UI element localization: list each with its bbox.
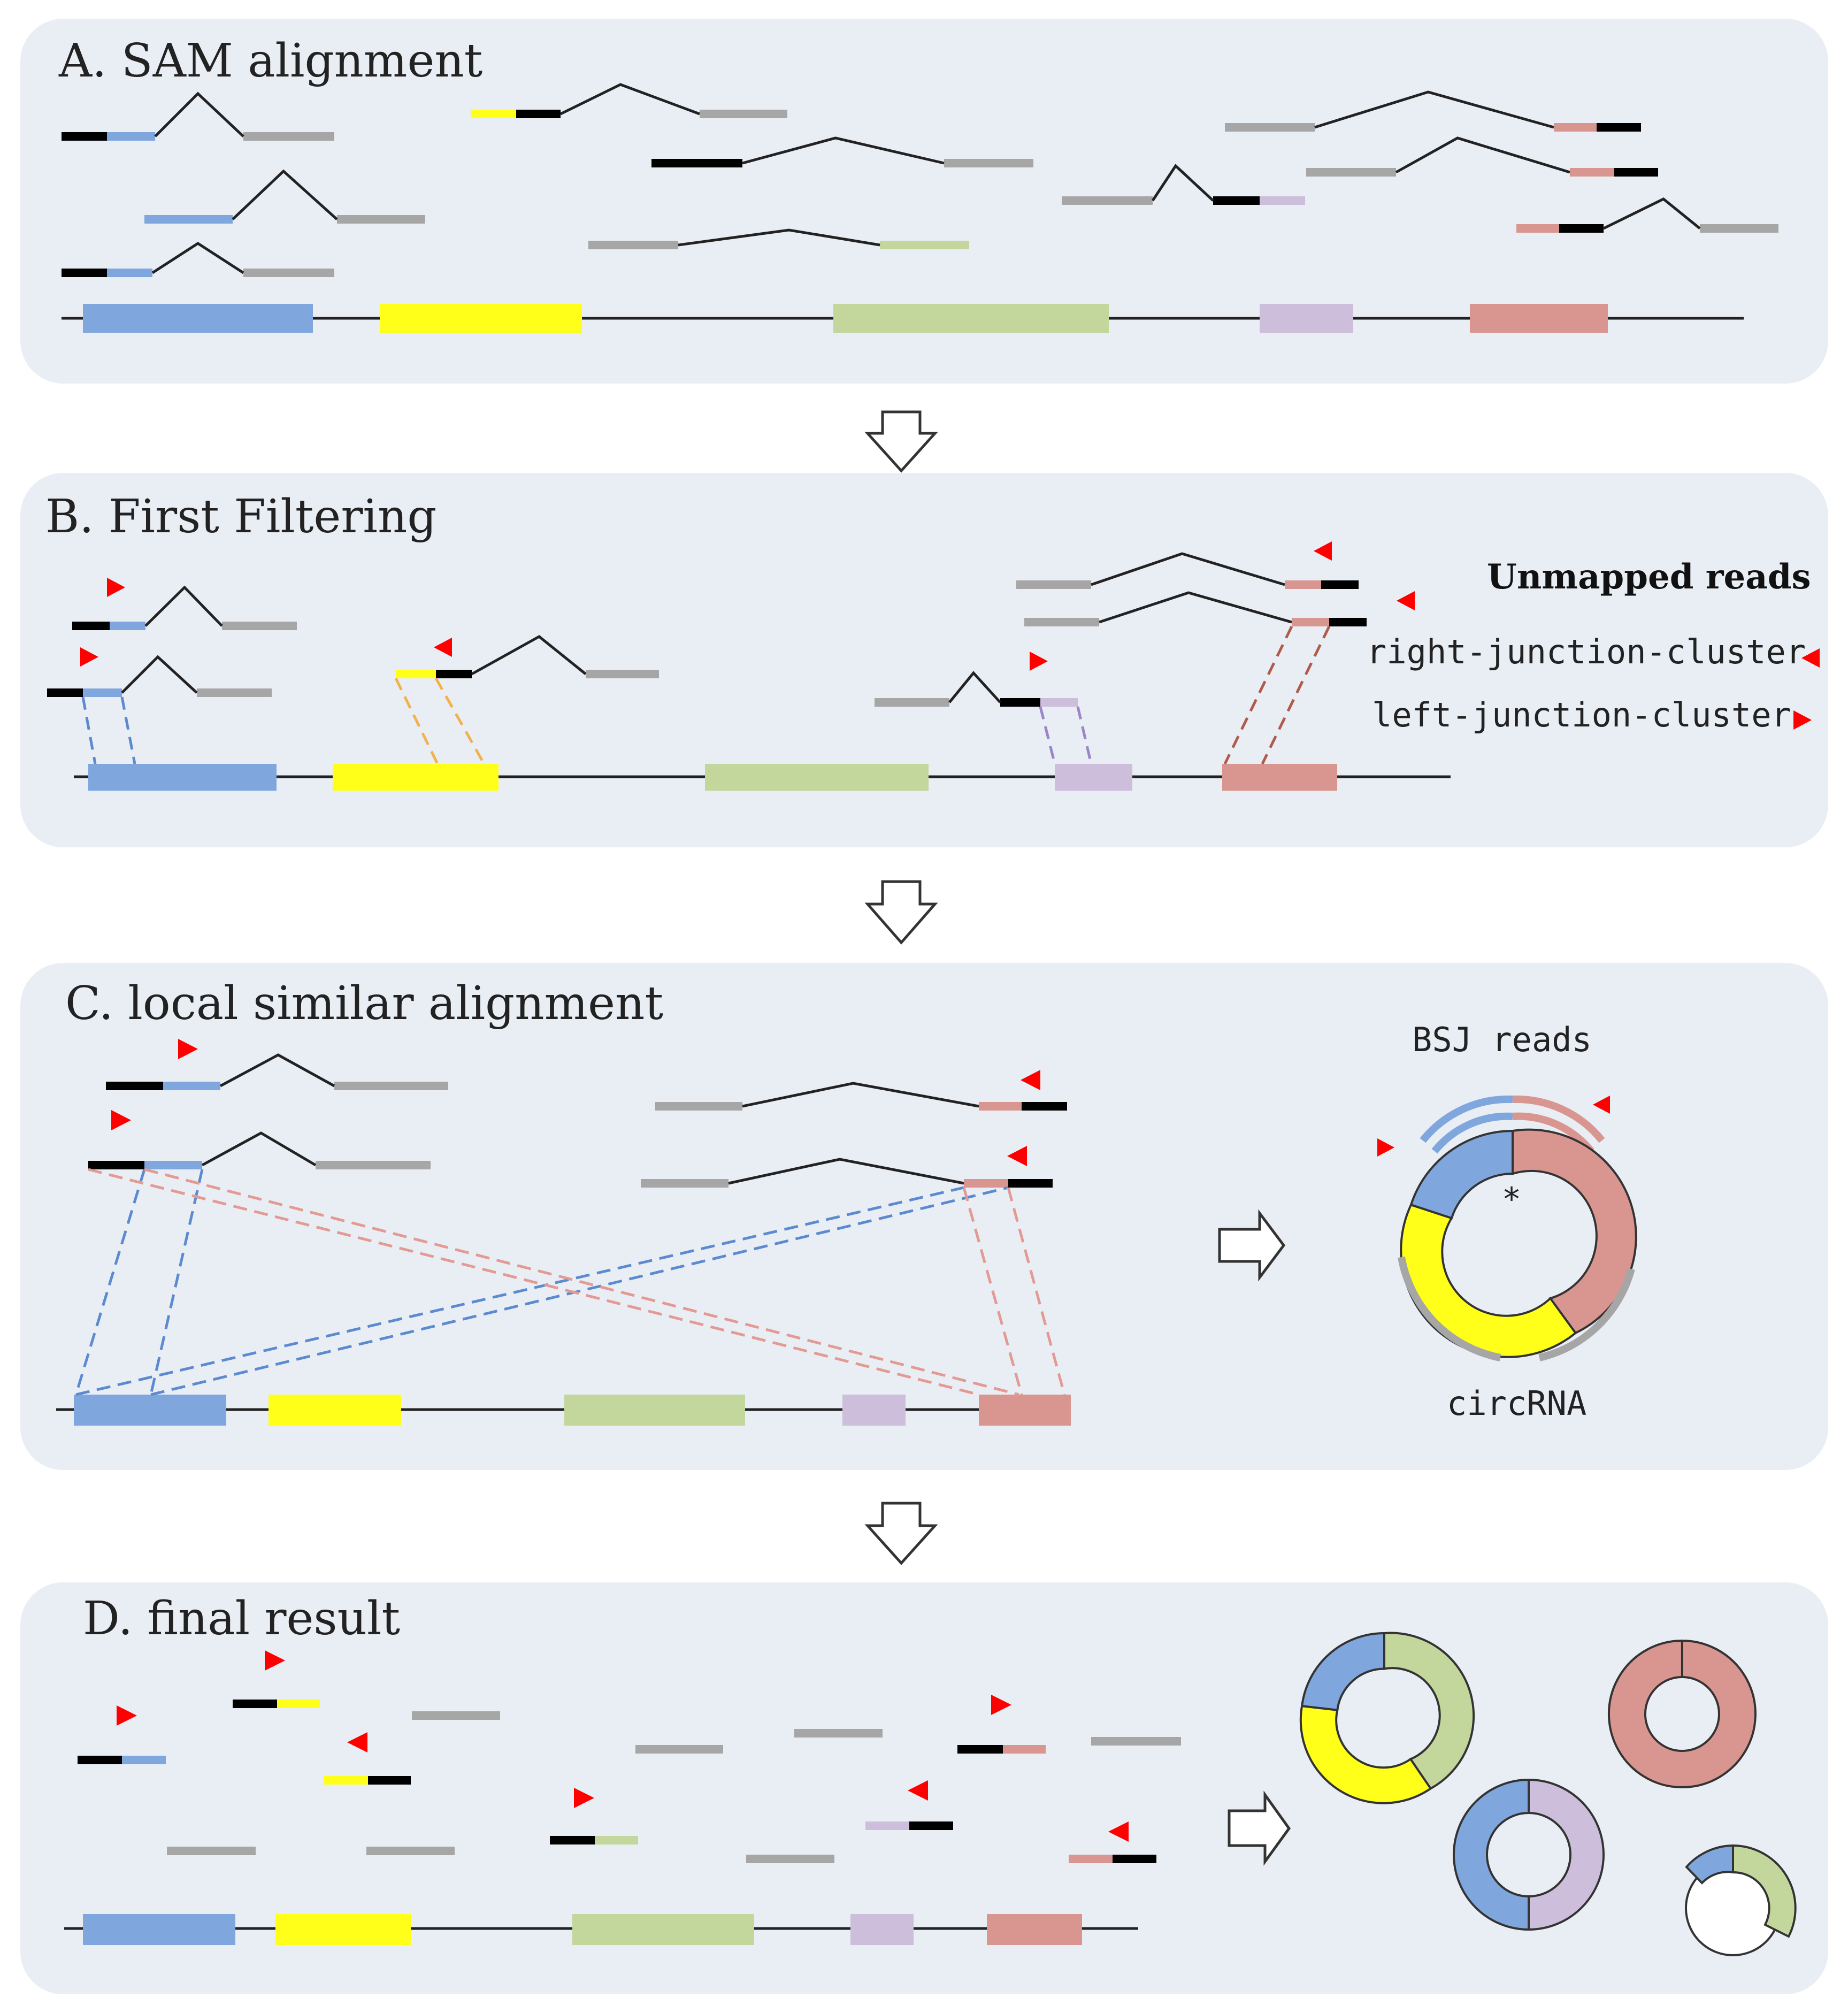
legend-left-cluster: left-junction-cluster [1372,695,1791,734]
left-junction-marker [265,1650,285,1671]
exon-green [564,1395,745,1426]
exon-salmon [979,1395,1071,1426]
final-circrna-2 [1607,1639,1757,1788]
left-junction-marker [80,647,98,667]
left-junction-marker [574,1788,594,1808]
right-arrow-icon [1218,1209,1286,1282]
final-circrna-4 [1685,1844,1797,1956]
exon-yellow [269,1395,401,1426]
legend-title: Unmapped reads [1487,557,1811,597]
right-junction-marker [908,1780,928,1801]
right-junction-marker [1108,1821,1129,1842]
exon-lilac [850,1914,914,1945]
left-junction-marker [991,1695,1011,1715]
gray-read-arcs [1398,1256,1635,1361]
right-junction-marker [347,1732,367,1752]
panel-d-title: D. final result [83,1592,400,1645]
bsj-read-arcs [1420,1095,1605,1154]
left-junction-marker [117,1705,137,1726]
exon-green [833,304,1109,333]
exon-lilac [1055,764,1132,791]
left-junction-marker [1377,1138,1394,1157]
panel-d-content [64,1632,1797,1956]
right-junction-marker [1801,648,1820,668]
exon-green [572,1914,754,1945]
bsj-reads-label: BSJ reads [1412,1020,1592,1059]
panel-c-content: BSJ reads * circRNA [56,1020,1637,1426]
right-junction-marker [1593,1096,1610,1114]
exon-lilac [842,1395,906,1426]
exon-yellow [275,1914,411,1945]
left-junction-marker [111,1110,131,1130]
right-junction-marker [1314,541,1332,561]
panel-a-content [62,83,1778,333]
legend-right-cluster: right-junction-cluster [1367,632,1806,671]
exon-lilac [1260,304,1353,333]
panel-c [20,963,1828,1470]
right-junction-marker [434,638,452,657]
bsj-star: * [1502,1181,1521,1218]
exon-blue [83,304,313,333]
final-circrna-3 [1453,1778,1605,1931]
panel-b [20,473,1828,847]
final-circrna-1 [1299,1632,1475,1804]
panel-b-content: Unmapped reads right-junction-cluster le… [47,541,1820,791]
left-junction-marker [107,578,125,597]
right-arrow-icon [1228,1790,1291,1866]
left-junction-marker [178,1039,198,1059]
right-junction-marker [1021,1070,1040,1090]
exon-yellow [380,304,582,333]
exon-green [705,764,929,791]
left-junction-marker [1793,710,1812,730]
exon-blue [83,1914,235,1945]
panel-a-title: A. SAM alignment [58,34,482,88]
down-arrow-icon [864,1502,938,1565]
right-junction-marker [1007,1146,1027,1166]
exon-yellow [333,764,499,791]
left-junction-marker [1030,652,1048,671]
panel-b-title: B. First Filtering [45,490,436,544]
down-arrow-icon [864,880,938,945]
panel-c-title: C. local similar alignment [65,977,663,1030]
exon-blue [74,1395,226,1426]
right-junction-marker [1397,591,1415,610]
exon-salmon [1470,304,1608,333]
circrna-label: circRNA [1447,1384,1586,1423]
exon-blue [88,764,277,791]
down-arrow-icon [864,410,938,473]
exon-salmon [987,1914,1082,1945]
exon-salmon [1222,764,1337,791]
